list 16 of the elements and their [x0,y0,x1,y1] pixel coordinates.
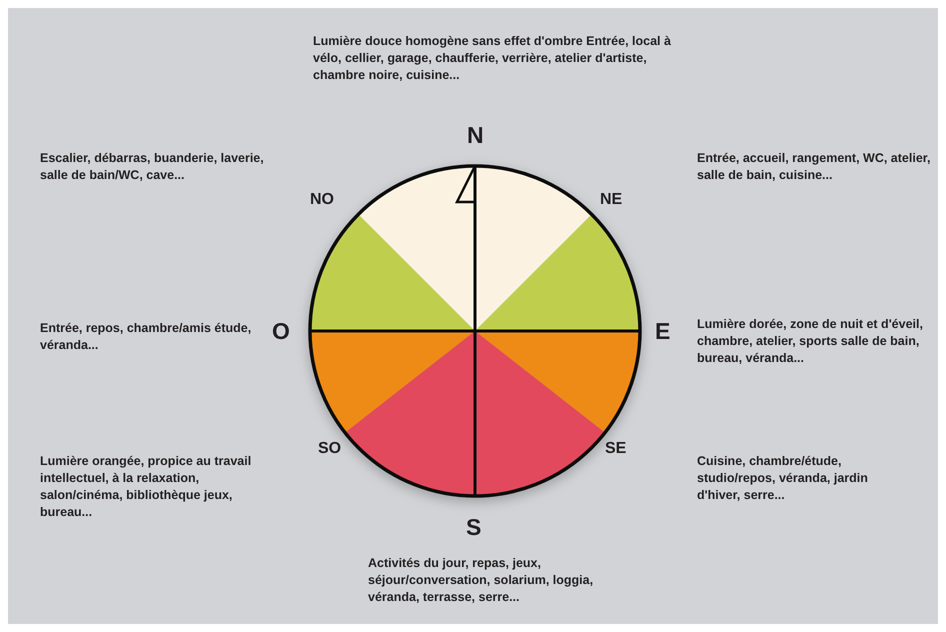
compass-direction-label: NO [310,191,334,209]
compass-direction-label: NE [600,191,622,209]
room-usage-note: Lumière dorée, zone de nuit et d'éveil, chambre, atelier, sports salle de bain, bureau, véranda... [697,316,924,367]
room-usage-note: Escalier, débarras, buanderie, laverie, salle de bain/WC, cave... [40,150,265,184]
compass-direction-label: E [655,318,670,345]
compass-direction-label: N [467,122,484,149]
room-usage-note: Entrée, repos, chambre/amis étude, véranda... [40,320,252,354]
compass-direction-label: SO [318,440,342,458]
compass-direction-label: SE [605,440,626,458]
compass-direction-label: O [272,318,290,345]
compass-direction-label: S [466,514,482,541]
room-usage-note: Cuisine, chambre/étude, studio/repos, véranda, jardin d'hiver, serre... [697,453,869,504]
room-usage-note: Lumière orangée, propice au travail intellectuel, à la relaxation, salon/cinéma, bibliothèque jeux, bureau... [40,453,252,521]
room-usage-note: Lumière douce homogène sans effet d'ombre Entrée, local à vélo, cellier, garage, chaufferie, verrière, atelier d'artiste, chambre noire, cuisine... [313,33,672,84]
room-usage-note: Activités du jour, repas, jeux, séjour/conversation, solarium, loggia, véranda, terrasse, serre... [368,555,594,606]
room-usage-note: Entrée, accueil, rangement, WC, atelier, salle de bain, cuisine... [697,150,932,184]
